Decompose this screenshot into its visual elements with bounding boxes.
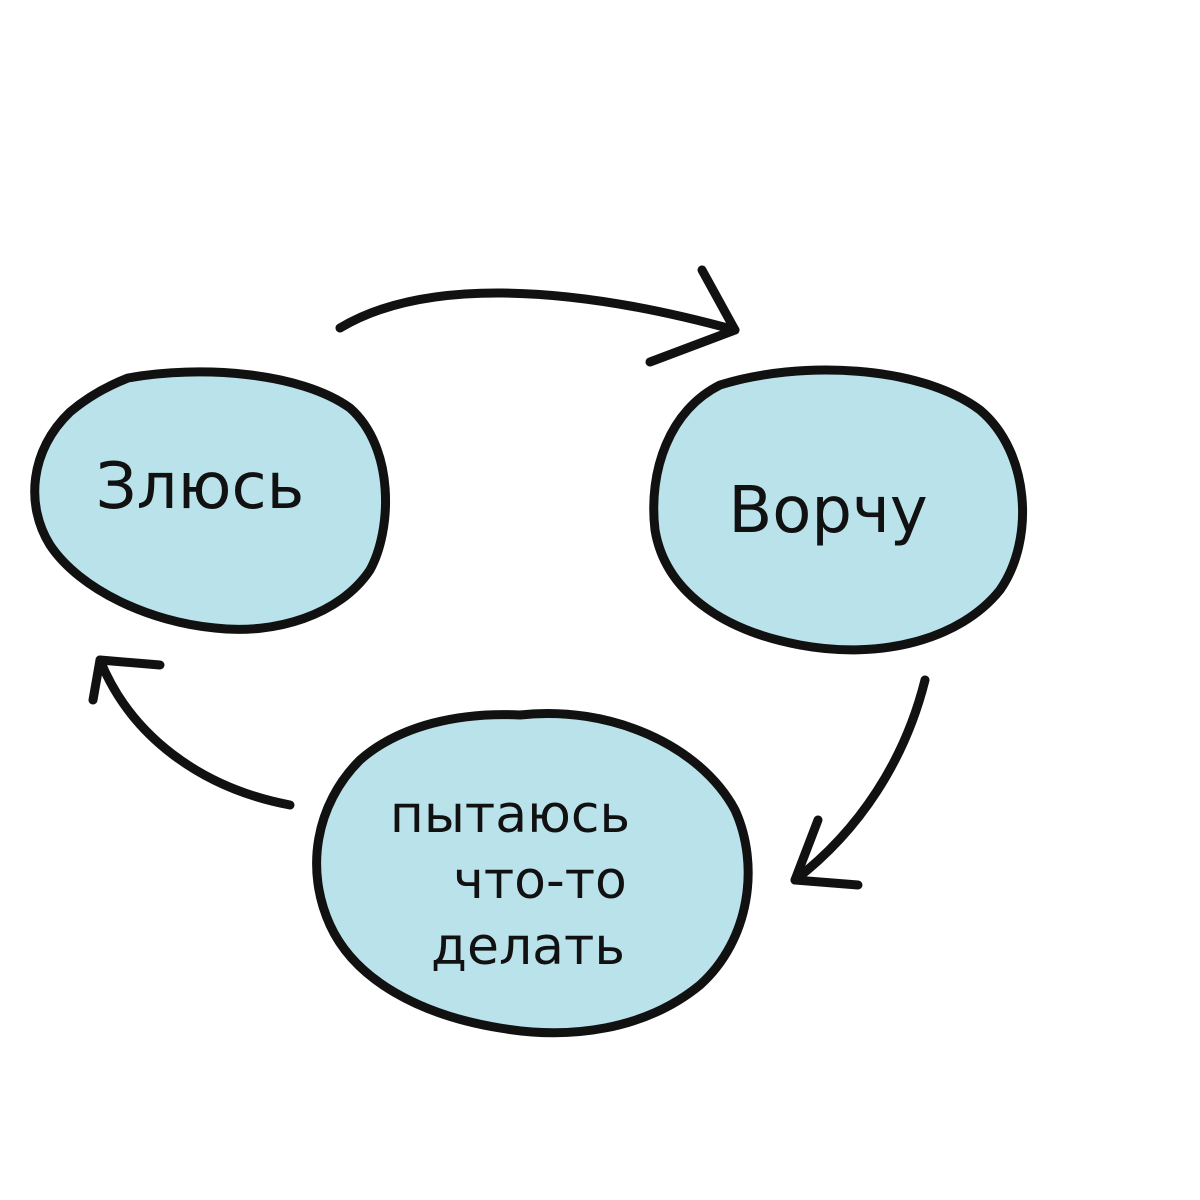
edge-angry-to-grumble [335,265,740,367]
node-grumble-ellipse [649,365,1027,655]
edge-try-to-angry [88,655,295,810]
edge-try-to-angry-arrowhead [88,655,165,705]
node-grumble: Ворчу [649,365,1027,655]
node-angry-ellipse [30,367,391,634]
node-angry: Злюсь [30,367,391,634]
edge-grumble-to-try-line [790,675,930,885]
edge-grumble-to-try [790,675,930,890]
node-grumble-label: Ворчу [728,474,927,548]
node-angry-label: Злюсь [96,450,305,524]
edge-angry-to-grumble-arrowhead [645,265,740,367]
node-try-label-line-3: делать [431,917,625,977]
edge-grumble-to-try-arrowhead [790,815,863,890]
node-try-label-line-1: пытаюсь [390,785,630,845]
edge-try-to-angry-line [95,655,295,810]
node-try: пытаюсь что-то делать [312,709,753,1038]
node-try-ellipse [312,709,753,1038]
edge-angry-to-grumble-line [335,288,740,335]
node-try-label-line-2: что-то [453,851,627,911]
